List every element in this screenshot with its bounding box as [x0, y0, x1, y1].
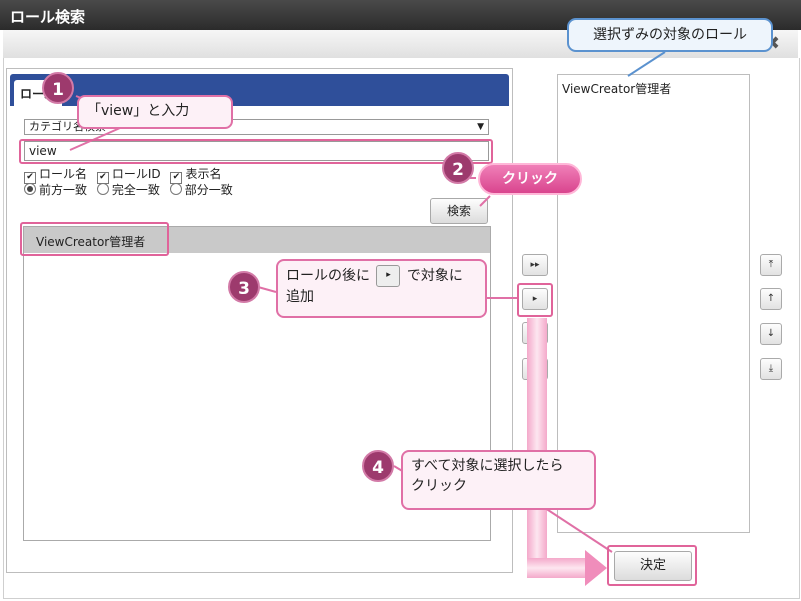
- radio-unselected-icon: [96, 183, 109, 195]
- step-3-text-a: ロールの後に: [286, 268, 370, 284]
- radio-exact-match[interactable]: 完全一致: [96, 183, 160, 197]
- search-button[interactable]: 検索: [430, 198, 488, 224]
- step-2-note: クリック: [478, 163, 582, 195]
- flow-arrow-bend: [527, 558, 587, 578]
- move-up-button[interactable]: ↑: [760, 288, 782, 310]
- step-3-text-c: 追加: [286, 289, 314, 305]
- step-4-badge: 4: [362, 450, 394, 482]
- list-item[interactable]: ViewCreator管理者: [562, 82, 672, 96]
- highlight-decide-button: [607, 545, 697, 586]
- decide-button[interactable]: 決定: [614, 551, 692, 581]
- move-bottom-button[interactable]: ⤓: [760, 358, 782, 380]
- flow-arrow-head: [585, 550, 607, 586]
- radio-partial-match[interactable]: 部分一致: [169, 183, 233, 197]
- step-1-note: 「view」と入力: [77, 95, 233, 129]
- selected-roles-callout: 選択ずみの対象のロール: [567, 18, 773, 52]
- keyword-input[interactable]: view: [24, 141, 489, 161]
- step-4-text-a: すべて対象に選択したら: [411, 458, 564, 474]
- checkbox-role-id[interactable]: ✔ロールID: [96, 167, 161, 184]
- step-3-note: ロールの後に ▸ で対象に 追加: [276, 259, 487, 318]
- chevron-down-icon: ▼: [477, 122, 484, 132]
- add-button-icon: ▸: [376, 265, 401, 287]
- step-4-note: すべて対象に選択したら クリック: [401, 450, 596, 510]
- highlight-keyword-input: [19, 139, 493, 164]
- list-item[interactable]: ViewCreator管理者: [24, 227, 490, 253]
- highlight-add-button: [517, 283, 553, 317]
- radio-selected-icon: [24, 183, 36, 195]
- add-button[interactable]: ▸: [522, 288, 548, 310]
- step-4-text-b: クリック: [411, 478, 467, 494]
- match-mode-radios: 前方一致 完全一致 部分一致: [24, 181, 239, 198]
- highlight-result-item: [20, 222, 169, 256]
- radio-unselected-icon: [169, 183, 182, 195]
- move-down-button[interactable]: ↓: [760, 323, 782, 345]
- result-item-label: ViewCreator管理者: [36, 235, 146, 249]
- step-2-badge: 2: [442, 152, 474, 184]
- step-1-badge: 1: [42, 72, 74, 104]
- checkbox-display-name[interactable]: ✔表示名: [170, 167, 221, 184]
- add-all-button[interactable]: ▸▸: [522, 254, 548, 276]
- move-top-button[interactable]: ⤒: [760, 254, 782, 276]
- step-3-badge: 3: [228, 271, 260, 303]
- step-3-text-b: で対象に: [406, 268, 463, 284]
- window-titlebar: ロール検索: [0, 0, 801, 30]
- radio-prefix-match[interactable]: 前方一致: [24, 183, 87, 197]
- window-title: ロール検索: [10, 8, 86, 26]
